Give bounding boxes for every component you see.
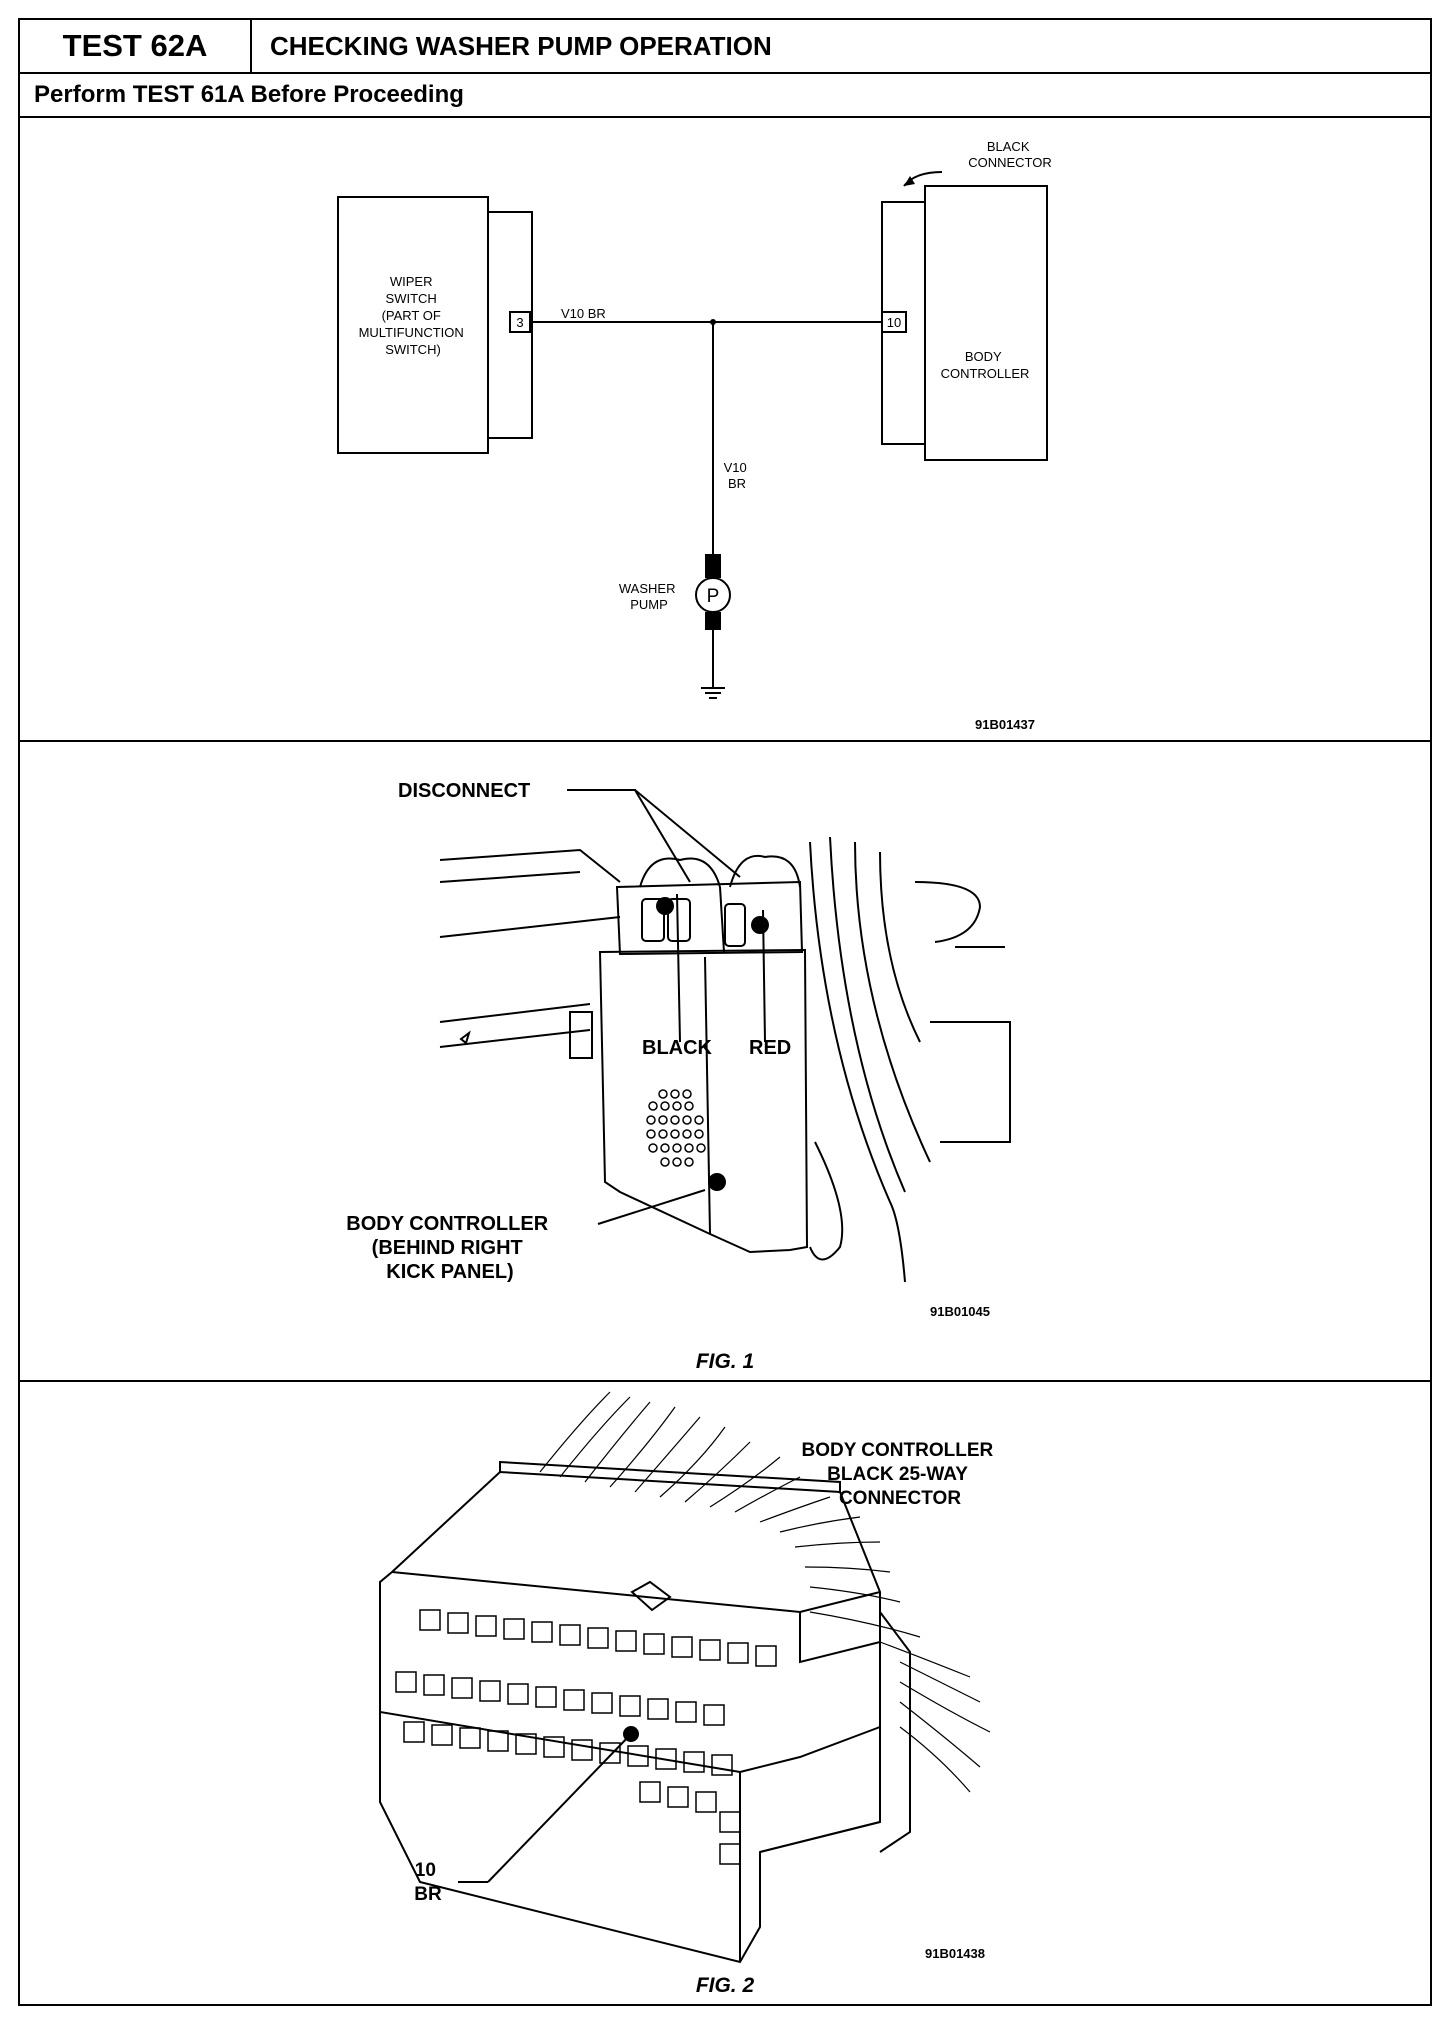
black-label: BLACK [642, 1037, 713, 1059]
dash-edge-upper [439, 848, 621, 883]
test-id: TEST 62A [20, 20, 252, 72]
wiper-switch-label: WIPER SWITCH (PART OF MULTIFUNCTION SWIT… [359, 274, 468, 357]
connector-block [615, 880, 804, 956]
prerequisite-note: Perform TEST 61A Before Proceeding [20, 74, 1430, 118]
pump-terminal-top [705, 554, 721, 578]
pin-10-leader [487, 1733, 632, 1883]
pin-10-callout: 10 BR [414, 1860, 442, 1905]
pump-symbol-letter: P [707, 586, 720, 607]
wire-horizontal-label: V10 BR [561, 306, 606, 321]
fig1-caption: FIG. 1 [695, 1350, 755, 1373]
bracket-tab [569, 1011, 593, 1059]
pin-10-label: 10 [887, 315, 901, 330]
test-title: CHECKING WASHER PUMP OPERATION [270, 31, 772, 61]
schematic-figure-code: 91B01437 [975, 717, 1035, 732]
connector-body [379, 1470, 881, 1964]
fig2-illustration: BODY CONTROLLER BLACK 25-WAY CONNECTOR 1… [379, 1391, 998, 1964]
page-frame: TEST 62A CHECKING WASHER PUMP OPERATION … [18, 18, 1432, 2006]
red-label: RED [749, 1037, 791, 1059]
connector-cavities [395, 1609, 777, 1865]
red-connector-dot [751, 916, 769, 934]
washer-pump-label: WASHER PUMP [619, 581, 679, 612]
wire-vertical-label: V10 BR [724, 460, 751, 491]
vent-holes [646, 1089, 706, 1167]
body-controller-box [924, 185, 1048, 461]
header-bar: TEST 62A CHECKING WASHER PUMP OPERATION [20, 20, 1430, 74]
fig1-illustration: DISCONNECT BLACK RED BODY CONTROLLER (BE… [346, 780, 1011, 1319]
body-controller-housing [598, 948, 809, 1254]
fig2-title: BODY CONTROLLER BLACK 25-WAY CONNECTOR [801, 1440, 998, 1509]
fig1-panel: DISCONNECT BLACK RED BODY CONTROLLER (BE… [20, 742, 1430, 1382]
black-connector-label: BLACK CONNECTOR [968, 139, 1052, 170]
wiper-switch-connector [487, 211, 533, 439]
wire-splice [710, 319, 716, 325]
fig1-code: 91B01045 [930, 1304, 990, 1319]
pump-terminal-bottom [705, 612, 721, 630]
fig2-panel: BODY CONTROLLER BLACK 25-WAY CONNECTOR 1… [20, 1382, 1430, 2006]
latch [630, 1580, 672, 1612]
body-controller-dot [708, 1173, 726, 1191]
fig2-code: 91B01438 [925, 1946, 985, 1961]
wiring-schematic-panel: WIPER SWITCH (PART OF MULTIFUNCTION SWIT… [20, 118, 1430, 742]
fig2-caption: FIG. 2 [695, 1974, 755, 1997]
black-connector-dot [656, 897, 674, 915]
pin-3-label: 3 [516, 315, 523, 330]
disconnect-label: DISCONNECT [398, 780, 530, 802]
body-controller-label: BODY CONTROLLER [941, 349, 1030, 381]
body-controller-location-label: BODY CONTROLLER (BEHIND RIGHT KICK PANEL… [346, 1213, 553, 1283]
wiring-schematic: WIPER SWITCH (PART OF MULTIFUNCTION SWIT… [337, 139, 1052, 732]
